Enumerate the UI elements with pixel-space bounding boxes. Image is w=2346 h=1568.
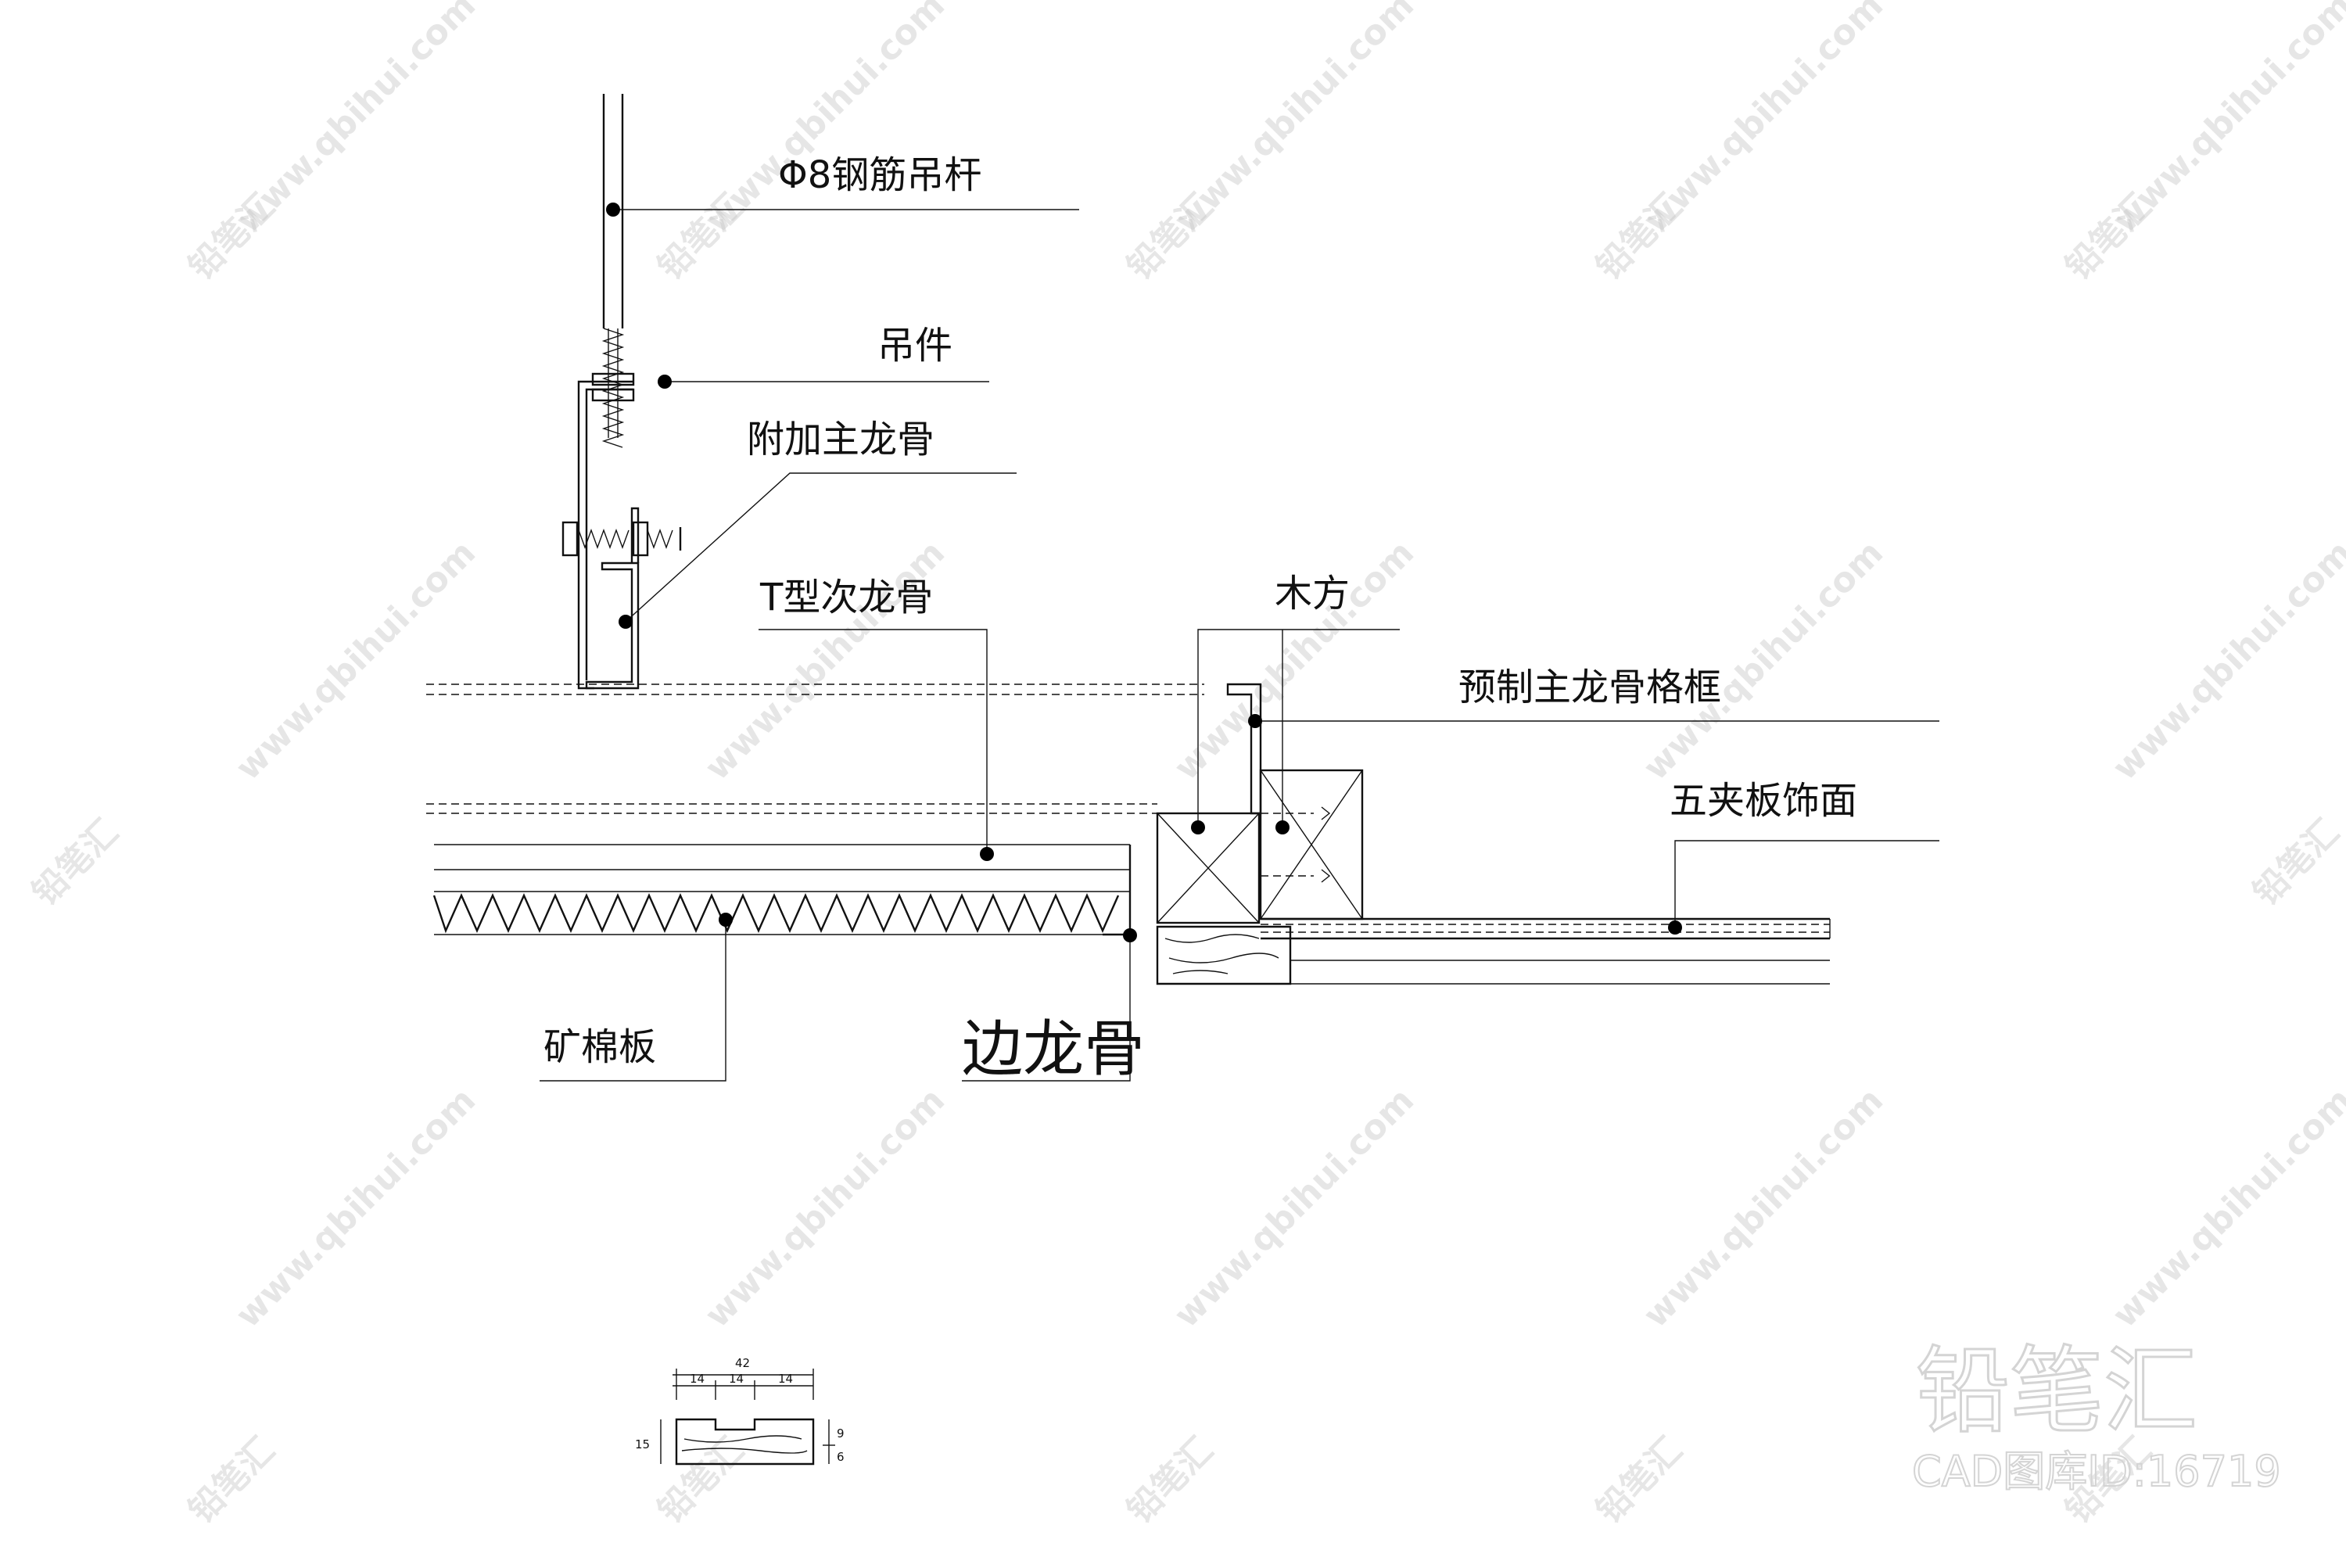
profile-detail: 42 14 14 14 15 6 9 [635, 1356, 845, 1466]
label-mineral-board: 矿棉板 [543, 1025, 656, 1069]
watermark-brand: 铅笔汇 [651, 1430, 752, 1530]
label-t-secondary-keel: T型次龙骨 [759, 576, 933, 619]
label-rebar-rod: Φ8钢筋吊杆 [778, 153, 981, 197]
watermark-text: www.qbihui.com [1636, 1080, 1891, 1335]
brand-logo-text: 铅笔汇 [1916, 1337, 2197, 1446]
watermark-layer: www.qbihui.com www.qbihui.com www.qbihui… [25, 0, 2346, 1531]
labels: Φ8钢筋吊杆 吊件 附加主龙骨 T型次龙骨 木方 预制主龙骨格框 五夹板饰面 矿… [543, 153, 1857, 1085]
wood-frame-assembly [1156, 683, 1831, 985]
watermark-brand: 铅笔汇 [2058, 186, 2159, 287]
suspension-rod-assembly [561, 94, 682, 690]
dim-total-width: 42 [735, 1356, 750, 1370]
watermark-text: www.qbihui.com [1167, 1080, 1422, 1335]
watermark-brand: 铅笔汇 [651, 186, 752, 287]
label-prefab-frame: 预制主龙骨格框 [1458, 666, 1721, 709]
dim-seg-3: 14 [778, 1372, 793, 1386]
watermark-brand: 铅笔汇 [1589, 1430, 1690, 1530]
watermark-brand: 铅笔汇 [181, 1430, 282, 1530]
label-plywood-finish: 五夹板饰面 [1670, 779, 1857, 823]
dim-seg-1: 14 [690, 1372, 705, 1386]
watermark-text: www.qbihui.com [698, 1080, 952, 1335]
label-edge-keel: 边龙骨 [962, 1014, 1145, 1085]
watermark-brand: 铅笔汇 [1120, 1430, 1221, 1530]
watermark-brand: 铅笔汇 [1589, 186, 1690, 287]
label-extra-main-keel: 附加主龙骨 [747, 418, 934, 461]
ceiling-structure [426, 684, 1204, 936]
watermark-text: www.qbihui.com [228, 1080, 483, 1335]
leader-lines [540, 203, 1939, 1082]
watermark-text: www.qbihui.com [698, 533, 952, 788]
dim-h2: 9 [837, 1426, 845, 1441]
dim-seg-2: 14 [729, 1372, 744, 1386]
label-wood-block: 木方 [1275, 572, 1350, 615]
watermark-text: www.qbihui.com [228, 533, 483, 788]
brand-watermark: 铅笔汇 CAD图库ID:16719 [1911, 1337, 2282, 1498]
watermark-brand: 铅笔汇 [25, 812, 126, 913]
watermark-text: www.qbihui.com [2105, 533, 2346, 788]
watermark-text: www.qbihui.com [2105, 1080, 2346, 1335]
label-hanger: 吊件 [877, 324, 952, 368]
library-id-text: CAD图库ID:16719 [1912, 1447, 2281, 1496]
watermark-brand: 铅笔汇 [2246, 812, 2346, 913]
watermark-brand: 铅笔汇 [181, 186, 282, 287]
watermark-text: www.qbihui.com [1636, 533, 1891, 788]
dim-height: 15 [635, 1437, 650, 1451]
dim-h1: 6 [837, 1450, 845, 1464]
watermark-brand: 铅笔汇 [1120, 186, 1221, 287]
